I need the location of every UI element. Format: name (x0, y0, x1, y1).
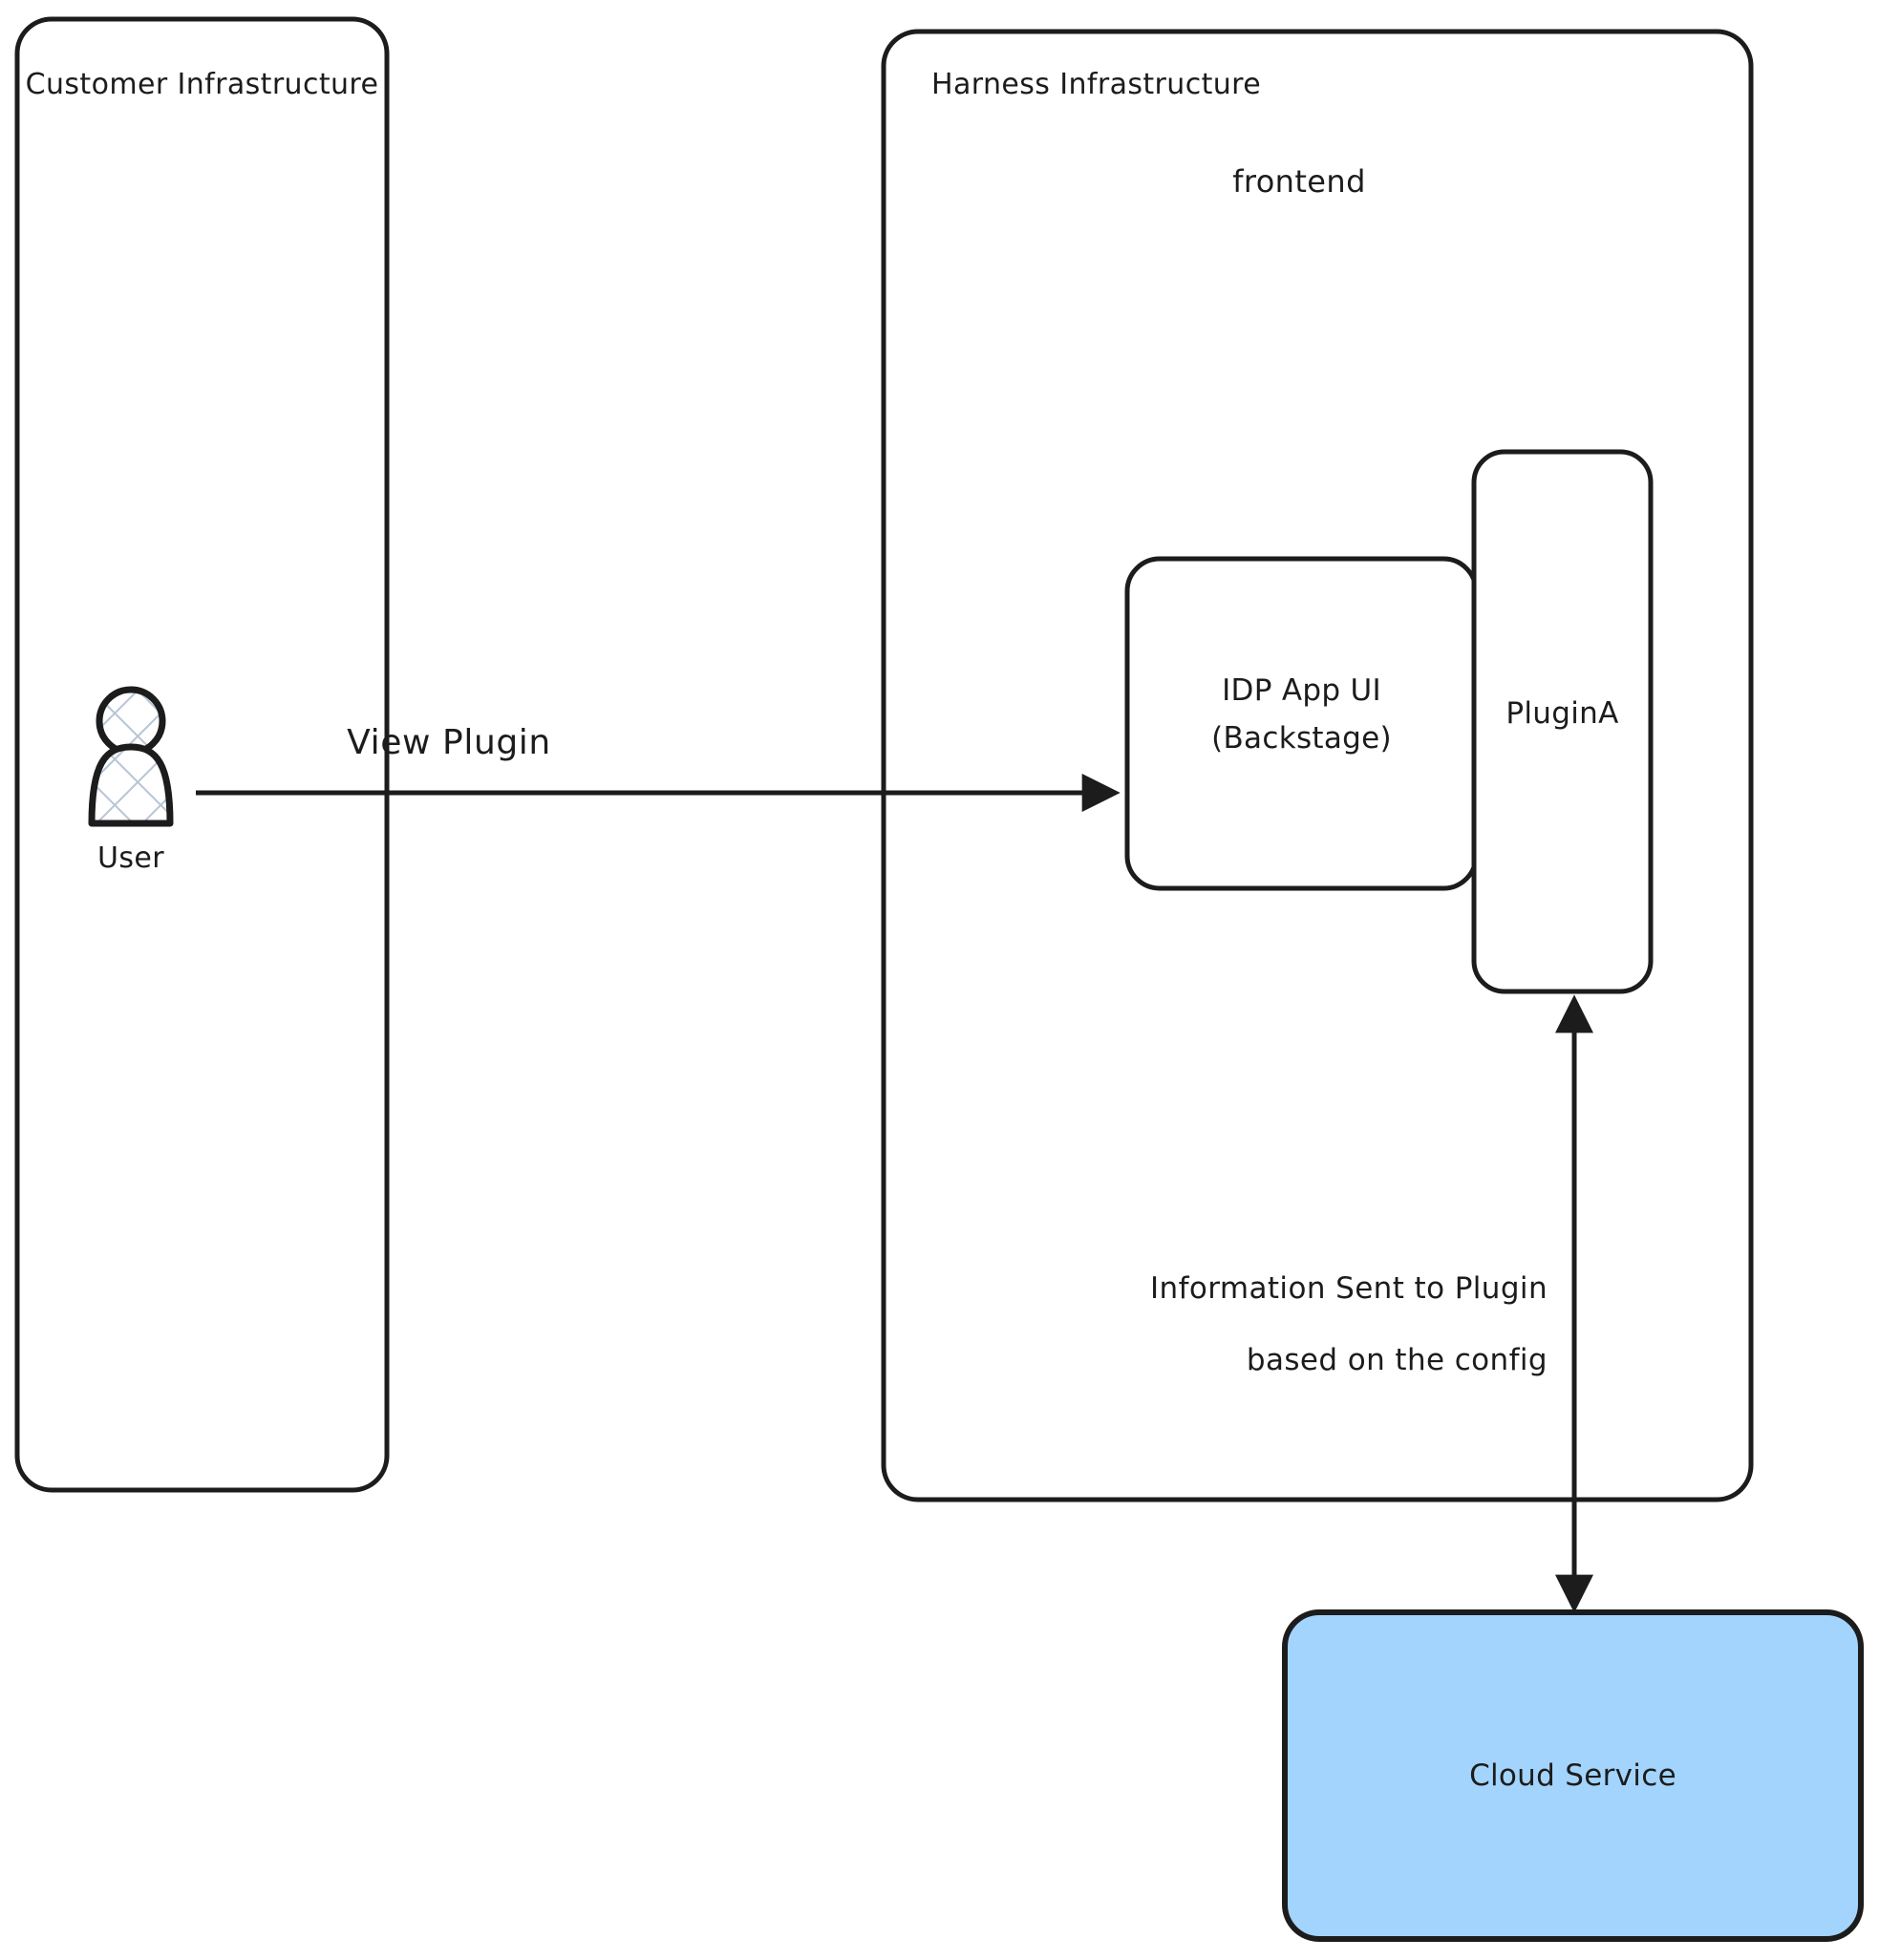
node-plugin-a[interactable] (1471, 449, 1654, 994)
user-actor-icon[interactable] (88, 686, 174, 827)
node-cloud-service[interactable] (1282, 1609, 1864, 1942)
node-idp-app-ui[interactable] (1124, 556, 1479, 891)
container-customer-infrastructure[interactable] (14, 16, 390, 1493)
